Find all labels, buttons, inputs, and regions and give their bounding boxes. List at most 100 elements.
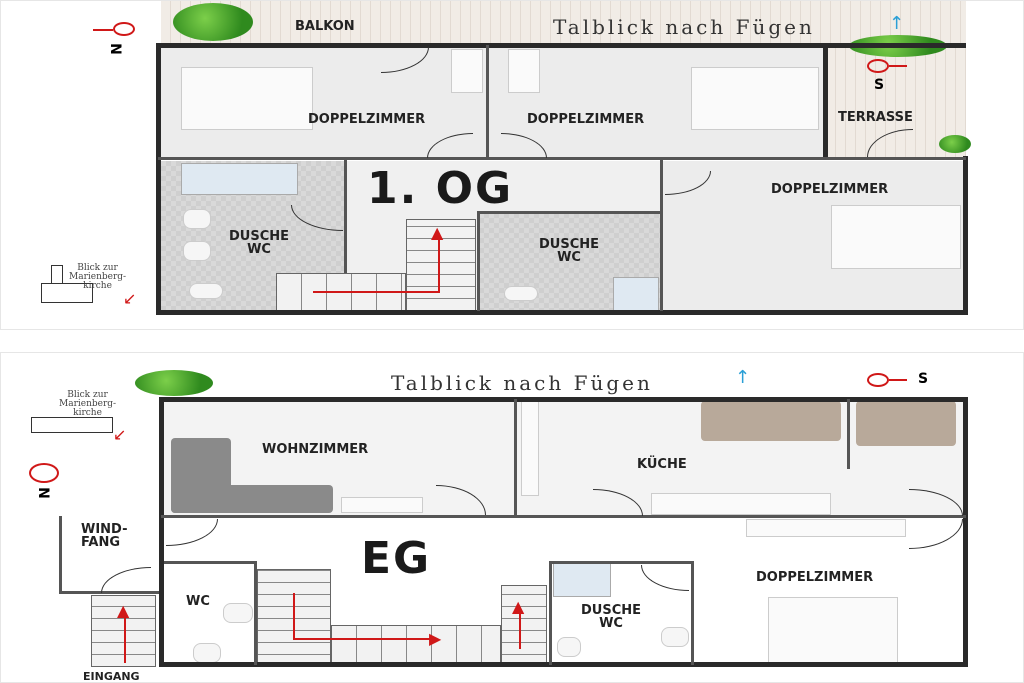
- door[interactable]: [166, 519, 218, 546]
- view-label: Talblick nach Fügen: [391, 371, 653, 395]
- compass-south-icon: [867, 59, 889, 73]
- wall: [549, 561, 693, 564]
- wall: [158, 157, 966, 160]
- shower: [553, 563, 611, 597]
- wall: [486, 45, 489, 158]
- bed: [181, 67, 313, 130]
- church-icon: [31, 417, 113, 433]
- wall: [159, 662, 968, 667]
- arrow-down-left-icon: ↙: [113, 425, 127, 444]
- church-icon: [41, 283, 93, 303]
- plant-icon: [135, 370, 213, 396]
- floor-label: 1. OG: [367, 163, 514, 214]
- entrance-stairs: [91, 595, 156, 667]
- compass-pointer: [889, 65, 907, 67]
- staircase: [331, 625, 501, 667]
- wall: [59, 516, 62, 594]
- door[interactable]: [909, 519, 963, 549]
- dining-table: [856, 401, 956, 446]
- compass-south-icon: [867, 373, 889, 387]
- room-label: DOPPELZIMMER: [771, 182, 889, 197]
- view-label: Talblick nach Fügen: [553, 15, 815, 39]
- wall: [159, 397, 968, 402]
- wall: [156, 310, 968, 315]
- north-label: N: [106, 43, 123, 55]
- stair-direction-arrow: [313, 291, 440, 293]
- room-label-line: DUSCHE: [539, 237, 600, 252]
- room-label: WOHNZIMMER: [262, 442, 369, 457]
- wall: [660, 158, 663, 311]
- room-label: WC: [186, 594, 210, 609]
- room-label-line: DUSCHE: [229, 229, 290, 244]
- wall: [847, 399, 850, 469]
- room-label: DOPPELZIMMER: [756, 570, 874, 585]
- wall: [963, 156, 968, 315]
- toilet: [557, 637, 581, 657]
- plant-icon: [173, 3, 253, 41]
- church-label-line: Marienberg-: [69, 272, 127, 282]
- entrance-label: EINGANG: [83, 670, 140, 683]
- room-label: DOPPELZIMMER: [527, 112, 645, 127]
- bed: [831, 205, 961, 269]
- church-label-line: kirche: [73, 408, 102, 418]
- arrow-up-icon: ↑: [889, 13, 905, 34]
- wall: [477, 211, 661, 214]
- wall: [254, 561, 257, 665]
- church-label-line: Marienberg-: [59, 399, 117, 409]
- church-icon: [51, 265, 63, 283]
- staircase: [257, 569, 331, 667]
- upper-floor-plan: BALKON Talblick nach Fügen ↑ ▲ DOPPELZIM…: [0, 0, 1024, 330]
- room-label: TERRASSE: [838, 110, 913, 125]
- stair-direction-arrow: [519, 609, 521, 649]
- wardrobe: [508, 49, 540, 93]
- room-label-line: DUSCHE: [581, 603, 642, 618]
- room-label: WIND-FANG: [81, 523, 127, 549]
- wall: [514, 399, 517, 516]
- wall: [823, 43, 828, 158]
- bathtub: [181, 163, 298, 195]
- arrow-right-icon: ▶: [429, 629, 442, 648]
- staircase: [406, 219, 476, 311]
- sink: [661, 627, 689, 647]
- toilet: [504, 286, 538, 301]
- room-label-line: WC: [247, 242, 271, 257]
- north-label: N: [34, 487, 51, 499]
- plant-icon: [939, 135, 971, 153]
- balcony-label: BALKON: [295, 19, 355, 34]
- arrow-up-icon: ▲: [512, 597, 525, 616]
- sink: [183, 241, 211, 261]
- stair-direction-arrow: [293, 593, 295, 639]
- wall: [549, 561, 552, 665]
- room-label: KÜCHE: [637, 457, 687, 472]
- wall: [691, 561, 694, 665]
- wall: [344, 158, 347, 273]
- wardrobe: [451, 49, 483, 93]
- wall: [477, 211, 480, 311]
- arrow-down-left-icon: ↙: [123, 289, 137, 308]
- sofa: [171, 485, 333, 513]
- church-label-line: Blick zur: [77, 263, 118, 273]
- room-label-line: FANG: [81, 535, 120, 550]
- arrow-up-icon: ▲: [117, 601, 130, 620]
- arrow-up-icon: ▲: [431, 223, 444, 242]
- room-label-line: WC: [557, 250, 581, 265]
- room-label: DOPPELZIMMER: [308, 112, 426, 127]
- stair-direction-arrow: [438, 235, 440, 293]
- bed: [691, 67, 819, 130]
- room-windfang: [61, 518, 161, 593]
- sink: [183, 209, 211, 229]
- arrow-up-icon: ↑: [735, 367, 751, 388]
- wall: [161, 515, 966, 518]
- dining-table: [701, 401, 841, 441]
- wall: [156, 43, 161, 315]
- kitchen-counter: [521, 401, 539, 496]
- toilet: [189, 283, 223, 299]
- compass-pointer: [889, 379, 907, 381]
- shower: [613, 277, 659, 311]
- kitchen-counter: [651, 493, 831, 515]
- staircase: [501, 585, 547, 667]
